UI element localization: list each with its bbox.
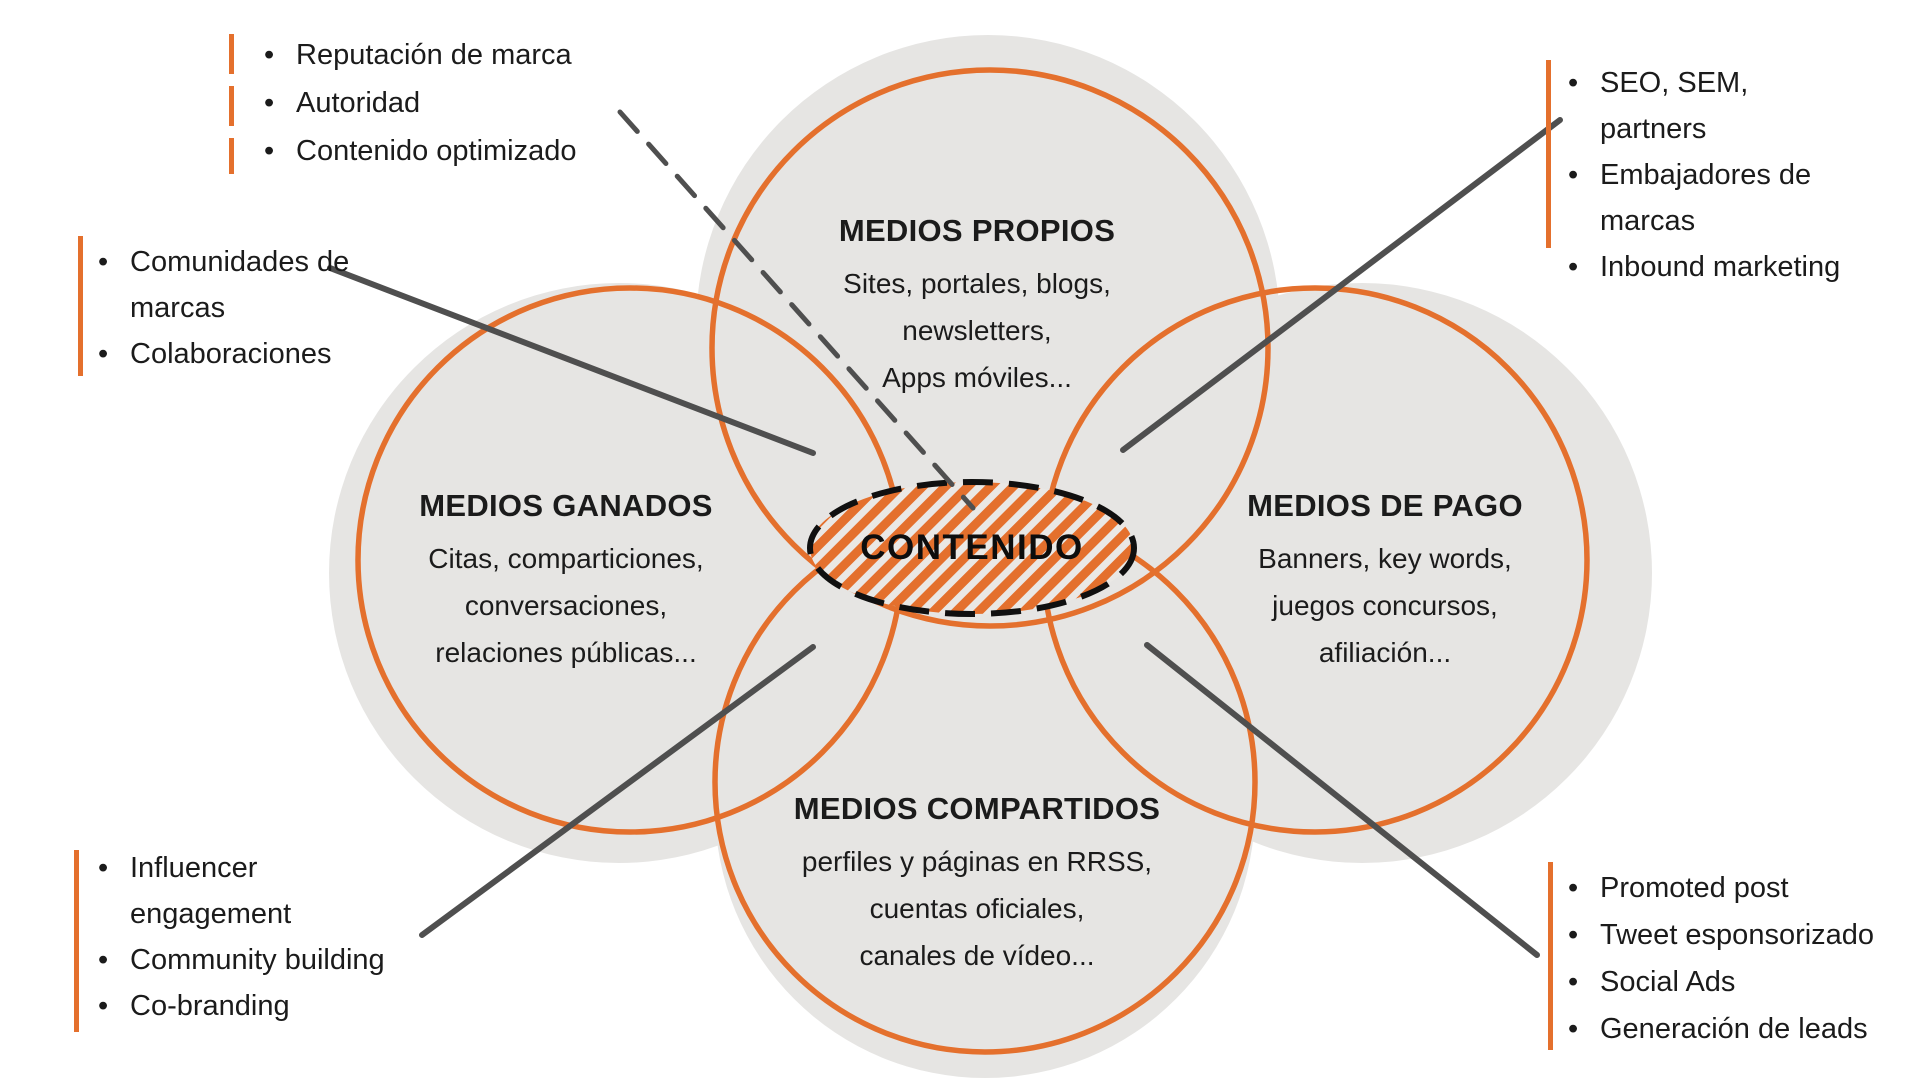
contenido-ellipse [807,479,1137,617]
circle-line: afiliación... [1318,637,1452,668]
circle-line: canales de vídeo... [859,940,1095,971]
connector-line-reputacion-to-contenido [617,109,976,511]
accent-bar-promoted [1548,862,1553,1050]
list-item: Reputación de marca [262,31,622,79]
list-item: Influencer engagement [96,845,396,937]
circle-line: relaciones públicas... [435,637,697,668]
circle-line: Banners, key words, [1258,543,1512,574]
circle-title-medios-de-pago: MEDIOS DE PAGO [1247,488,1523,523]
circle-line: cuentas oficiales, [869,893,1085,924]
circle-line: newsletters, [902,315,1052,346]
circle-title-medios-compartidos: MEDIOS COMPARTIDOS [793,791,1161,826]
circle-label-medios-de-pago: MEDIOS DE PAGO Banners, key words, juego… [1247,487,1523,676]
list-item: Generación de leads [1566,1006,1896,1053]
list-item: Social Ads [1566,959,1896,1006]
accent-bar-comunidades [78,236,83,376]
circle-line: Sites, portales, blogs, [843,268,1111,299]
list-item: Autoridad [262,79,622,127]
circle-title-medios-ganados: MEDIOS GANADOS [419,488,713,523]
list-seo: SEO, SEM, partners Embajadores de marcas… [1566,60,1856,290]
circle-line: Citas, comparticiones, [428,543,704,574]
accent-bar-reputacion [229,34,234,174]
circle-line: perfiles y páginas en RRSS, [801,846,1153,877]
list-comunidades: Comunidades de marcas Colaboraciones [96,239,366,377]
list-promoted: Promoted post Tweet esponsorizado Social… [1566,865,1896,1053]
list-item: SEO, SEM, partners [1566,60,1856,152]
list-item: Promoted post [1566,865,1896,912]
circle-title-medios-propios: MEDIOS PROPIOS [838,213,1116,248]
list-item: Inbound marketing [1566,244,1856,290]
list-influencer: Influencer engagement Community building… [96,845,396,1029]
list-item: Embajadores de marcas [1566,152,1856,244]
list-item: Contenido optimizado [262,127,622,175]
circle-label-medios-ganados: MEDIOS GANADOS Citas, comparticiones, co… [419,487,713,676]
connector-line-comunidades [327,265,816,456]
connector-line-influencer [419,644,816,938]
list-item: Comunidades de marcas [96,239,366,331]
contenido-label: CONTENIDO [860,528,1084,567]
list-item: Colaboraciones [96,331,366,377]
list-item: Community building [96,937,396,983]
accent-bar-influencer [74,850,79,1032]
connector-line-promoted [1144,642,1540,958]
list-item: Co-branding [96,983,396,1029]
gray-circle-medios-compartidos [715,538,1255,1078]
circle-line: juegos concursos, [1272,590,1498,621]
list-reputacion: Reputación de marca Autoridad Contenido … [262,31,622,175]
list-item: Tweet esponsorizado [1566,912,1896,959]
circle-line: Apps móviles... [882,362,1072,393]
circle-label-medios-compartidos: MEDIOS COMPARTIDOS perfiles y páginas en… [794,790,1161,979]
connector-line-seo [1120,117,1563,453]
circle-label-medios-propios: MEDIOS PROPIOS Sites, portales, blogs, n… [839,212,1115,401]
accent-bar-seo [1546,60,1551,248]
orange-ring-medios-propios [709,67,1271,629]
circle-line: conversaciones, [464,590,668,621]
